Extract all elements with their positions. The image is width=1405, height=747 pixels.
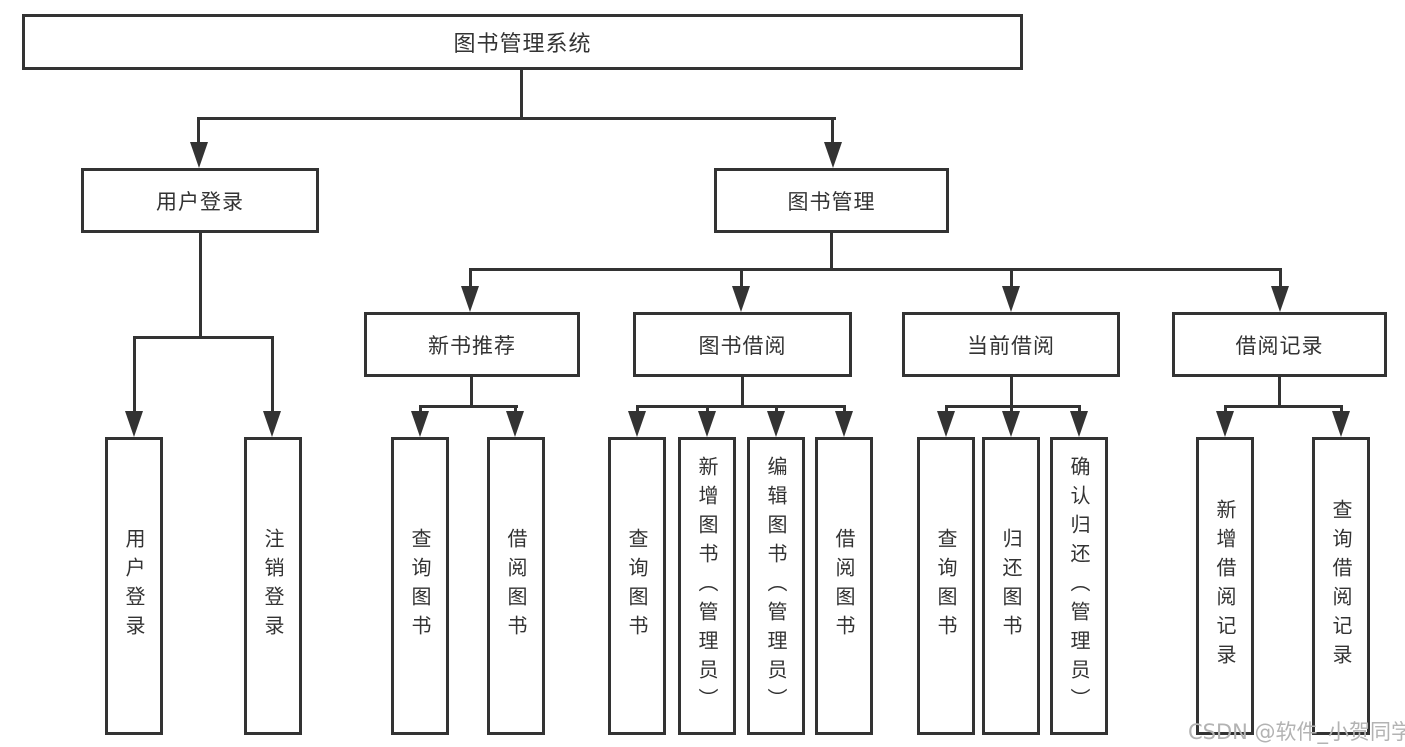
node-label: 查询图书 bbox=[934, 528, 958, 644]
connector-line bbox=[271, 336, 274, 413]
node-label: 借阅图书 bbox=[504, 528, 528, 644]
leaf-rec-borrow-books: 借阅图书 bbox=[487, 437, 545, 735]
connector-line bbox=[830, 233, 833, 268]
connector-line bbox=[419, 405, 422, 413]
arrow-down-icon bbox=[732, 286, 750, 312]
node-label: 用户登录 bbox=[156, 189, 244, 214]
node-label: 图书借阅 bbox=[698, 333, 787, 358]
node-label: 用户登录 bbox=[122, 528, 146, 644]
arrow-down-icon bbox=[411, 411, 429, 437]
connector-line bbox=[1078, 405, 1081, 413]
leaf-bb-query-books: 查询图书 bbox=[608, 437, 666, 735]
connector-line bbox=[1010, 268, 1013, 288]
arrow-down-icon bbox=[1216, 411, 1234, 437]
node-label: 确认归还（管理员） bbox=[1067, 455, 1091, 717]
connector-line bbox=[197, 117, 200, 144]
node-book-management: 图书管理 bbox=[714, 168, 949, 233]
arrow-down-icon bbox=[461, 286, 479, 312]
leaf-br-query-record: 查询借阅记录 bbox=[1312, 437, 1370, 735]
connector-line bbox=[740, 268, 743, 288]
node-label: 借阅记录 bbox=[1235, 333, 1324, 358]
arrow-down-icon bbox=[190, 142, 208, 168]
arrow-down-icon bbox=[1002, 411, 1020, 437]
arrow-down-icon bbox=[263, 411, 281, 437]
connector-line bbox=[197, 117, 836, 120]
arrow-down-icon bbox=[125, 411, 143, 437]
node-label: 查询借阅记录 bbox=[1329, 499, 1353, 673]
connector-line bbox=[1224, 405, 1227, 413]
connector-line bbox=[199, 233, 202, 336]
leaf-rec-query-books: 查询图书 bbox=[391, 437, 449, 735]
leaf-cb-confirm-return-admin: 确认归还（管理员） bbox=[1050, 437, 1108, 735]
connector-line bbox=[1010, 405, 1013, 413]
arrow-down-icon bbox=[1002, 286, 1020, 312]
arrow-down-icon bbox=[1070, 411, 1088, 437]
connector-line bbox=[706, 405, 709, 413]
node-label: 查询图书 bbox=[408, 528, 432, 644]
node-label: 注销登录 bbox=[261, 528, 285, 644]
arrow-down-icon bbox=[835, 411, 853, 437]
node-book-borrowing: 图书借阅 bbox=[633, 312, 852, 377]
connector-line bbox=[520, 70, 523, 117]
arrow-down-icon bbox=[1332, 411, 1350, 437]
arrow-down-icon bbox=[698, 411, 716, 437]
leaf-logout-login: 注销登录 bbox=[244, 437, 302, 735]
connector-line bbox=[945, 405, 948, 413]
node-label: 当前借阅 bbox=[967, 333, 1055, 358]
connector-line bbox=[514, 405, 517, 413]
leaf-bb-borrow-books: 借阅图书 bbox=[815, 437, 873, 735]
node-label: 查询图书 bbox=[625, 528, 649, 644]
connector-line bbox=[1340, 405, 1343, 413]
connector-line bbox=[133, 336, 274, 339]
connector-line bbox=[831, 117, 834, 144]
connector-line bbox=[741, 377, 744, 405]
connector-line bbox=[1278, 377, 1281, 405]
connector-line bbox=[469, 268, 472, 288]
connector-line bbox=[775, 405, 778, 413]
leaf-cb-return-books: 归还图书 bbox=[982, 437, 1040, 735]
connector-line bbox=[843, 405, 846, 413]
arrow-down-icon bbox=[767, 411, 785, 437]
connector-line bbox=[1279, 268, 1282, 288]
connector-line bbox=[470, 377, 473, 405]
connector-line bbox=[469, 268, 1282, 271]
node-label: 归还图书 bbox=[999, 528, 1023, 644]
node-current-borrowing: 当前借阅 bbox=[902, 312, 1120, 377]
node-label: 新增借阅记录 bbox=[1213, 499, 1237, 673]
leaf-bb-add-books-admin: 新增图书（管理员） bbox=[678, 437, 736, 735]
node-library-management-system: 图书管理系统 bbox=[22, 14, 1023, 70]
connector-line bbox=[1224, 405, 1343, 408]
connector-line bbox=[636, 405, 639, 413]
arrow-down-icon bbox=[824, 142, 842, 168]
node-label: 图书管理系统 bbox=[453, 32, 592, 57]
connector-line bbox=[1010, 377, 1013, 405]
connector-line bbox=[945, 405, 1081, 408]
node-borrowing-records: 借阅记录 bbox=[1172, 312, 1387, 377]
node-label: 编辑图书（管理员） bbox=[764, 455, 788, 717]
arrow-down-icon bbox=[628, 411, 646, 437]
connector-line bbox=[419, 405, 518, 408]
leaf-user-login: 用户登录 bbox=[105, 437, 163, 735]
watermark: CSDN @软件_小贺同学 bbox=[1188, 720, 1405, 744]
connector-line bbox=[133, 336, 136, 413]
node-label: 新增图书（管理员） bbox=[695, 455, 719, 717]
arrow-down-icon bbox=[506, 411, 524, 437]
node-label: 图书管理 bbox=[787, 189, 876, 214]
node-user-login: 用户登录 bbox=[81, 168, 319, 233]
leaf-bb-edit-books-admin: 编辑图书（管理员） bbox=[747, 437, 805, 735]
leaf-br-add-record: 新增借阅记录 bbox=[1196, 437, 1254, 735]
leaf-cb-query-books: 查询图书 bbox=[917, 437, 975, 735]
node-new-book-recommendation: 新书推荐 bbox=[364, 312, 580, 377]
connector-line bbox=[636, 405, 846, 408]
arrow-down-icon bbox=[937, 411, 955, 437]
node-label: 新书推荐 bbox=[428, 333, 516, 358]
node-label: 借阅图书 bbox=[832, 528, 856, 644]
arrow-down-icon bbox=[1271, 286, 1289, 312]
